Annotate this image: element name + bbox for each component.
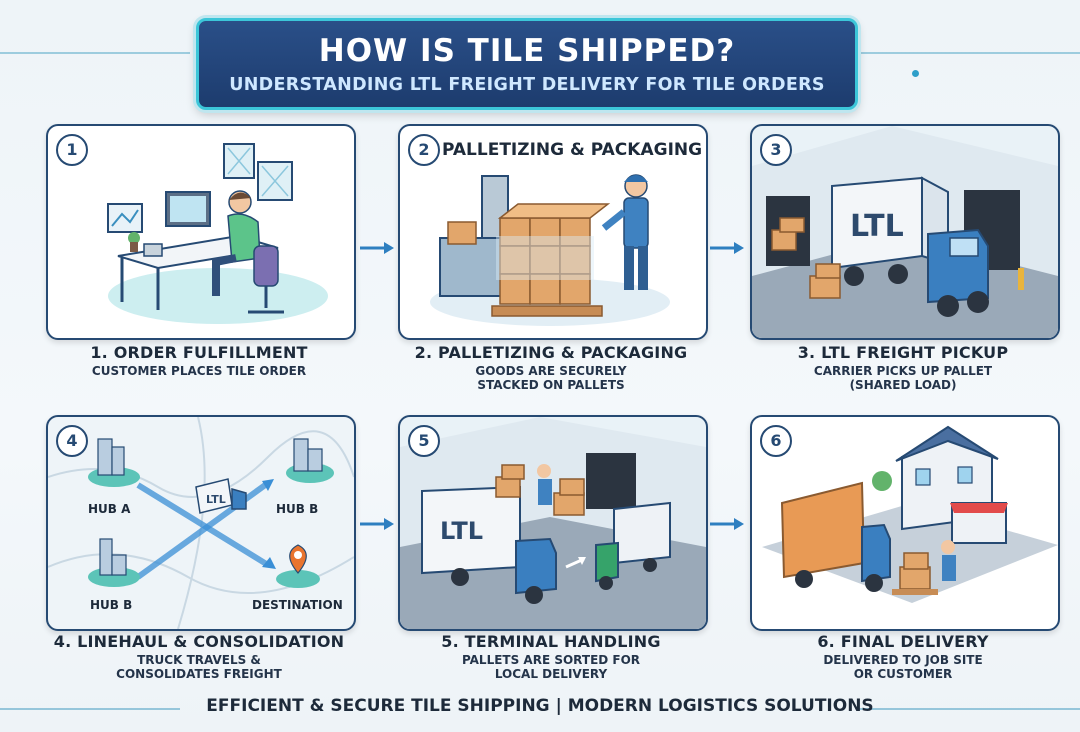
- ltl-pickup-illustration: LTL: [752, 126, 1058, 338]
- step-number-badge: 1: [56, 134, 88, 166]
- arrow-right-icon: [710, 242, 744, 254]
- step-title: 1. ORDER FULFILLMENT: [90, 343, 308, 362]
- step-5-panel: LTL 5: [398, 415, 708, 631]
- step-description: GOODS ARE SECURELY STACKED ON PALLETS: [475, 364, 627, 392]
- step-description: CUSTOMER PLACES TILE ORDER: [91, 364, 307, 378]
- map-label-hub-b-bottom: HUB B: [90, 598, 132, 612]
- decor-line-left: [0, 52, 190, 54]
- page-title: HOW IS TILE SHIPPED?: [318, 33, 736, 69]
- step-4-panel: LTL HUB A HUB B HUB B DESTINATION 4: [46, 415, 356, 631]
- decor-line-right: [858, 52, 1080, 54]
- step-title: 5. TERMINAL HANDLING: [441, 632, 661, 651]
- page-subtitle: UNDERSTANDING LTL FREIGHT DELIVERY FOR T…: [229, 75, 825, 95]
- truck-ltl-label: LTL: [206, 493, 226, 506]
- footer-line-left: [0, 708, 180, 710]
- step-title: 3. LTL FREIGHT PICKUP: [797, 343, 1009, 362]
- step-4-caption: 4. LINEHAUL & CONSOLIDATION TRUCK TRAVEL…: [29, 632, 369, 681]
- office-desk-illustration: [107, 143, 328, 324]
- footer-left-text: EFFICIENT & SECURE TILE SHIPPING: [206, 696, 550, 716]
- title-banner: HOW IS TILE SHIPPED? UNDERSTANDING LTL F…: [196, 18, 858, 110]
- arrow-right-icon: [710, 518, 744, 530]
- step-title: 2. PALLETIZING & PACKAGING: [414, 343, 688, 362]
- step-number-badge: 4: [56, 425, 88, 457]
- linehaul-map-illustration: LTL HUB A HUB B HUB B DESTINATION: [48, 417, 354, 629]
- palletizing-illustration: [430, 174, 670, 326]
- step-2-caption: 2. PALLETIZING & PACKAGING GOODS ARE SEC…: [381, 343, 721, 392]
- step-description: TRUCK TRAVELS & CONSOLIDATES FREIGHT: [116, 653, 282, 681]
- step-number-badge: 2: [408, 134, 440, 166]
- step-description: DELIVERED TO JOB SITE OR CUSTOMER: [823, 653, 983, 681]
- map-label-hub-b-top: HUB B: [276, 502, 318, 516]
- step-number-badge: 3: [760, 134, 792, 166]
- step-1-panel: 1: [46, 124, 356, 340]
- step-2-panel: 2 PALLETIZING & PACKAGING: [398, 124, 708, 340]
- step-1-caption: 1. ORDER FULFILLMENT CUSTOMER PLACES TIL…: [29, 343, 369, 378]
- step-3-panel: LTL 3: [750, 124, 1060, 340]
- arrow-right-icon: [360, 242, 394, 254]
- step-6-panel: 6: [750, 415, 1060, 631]
- step-description: PALLETS ARE SORTED FOR LOCAL DELIVERY: [461, 653, 641, 681]
- truck-ltl-label: LTL: [440, 517, 483, 545]
- footer-line-right: [856, 708, 1080, 710]
- step-3-caption: 3. LTL FREIGHT PICKUP CARRIER PICKS UP P…: [733, 343, 1073, 392]
- step-description: CARRIER PICKS UP PALLET (SHARED LOAD): [813, 364, 993, 392]
- footer-tagline: EFFICIENT & SECURE TILE SHIPPING | MODER…: [0, 696, 1080, 716]
- footer-separator: |: [555, 696, 562, 716]
- decor-dot: [912, 70, 919, 77]
- step-number-badge: 6: [760, 425, 792, 457]
- step-number-badge: 5: [408, 425, 440, 457]
- map-label-destination: DESTINATION: [252, 598, 343, 612]
- footer-right-text: MODERN LOGISTICS SOLUTIONS: [567, 696, 874, 716]
- map-label-hub-a: HUB A: [88, 502, 131, 516]
- step-title: 4. LINEHAUL & CONSOLIDATION: [53, 632, 345, 651]
- step-5-caption: 5. TERMINAL HANDLING PALLETS ARE SORTED …: [381, 632, 721, 681]
- step-title: 6. FINAL DELIVERY: [817, 632, 989, 651]
- truck-ltl-label: LTL: [850, 209, 904, 244]
- step-6-caption: 6. FINAL DELIVERY DELIVERED TO JOB SITE …: [733, 632, 1073, 681]
- terminal-handling-illustration: LTL: [400, 417, 706, 629]
- step-inner-title: PALLETIZING & PACKAGING: [442, 140, 703, 160]
- final-delivery-illustration: [762, 425, 1058, 603]
- arrow-right-icon: [360, 518, 394, 530]
